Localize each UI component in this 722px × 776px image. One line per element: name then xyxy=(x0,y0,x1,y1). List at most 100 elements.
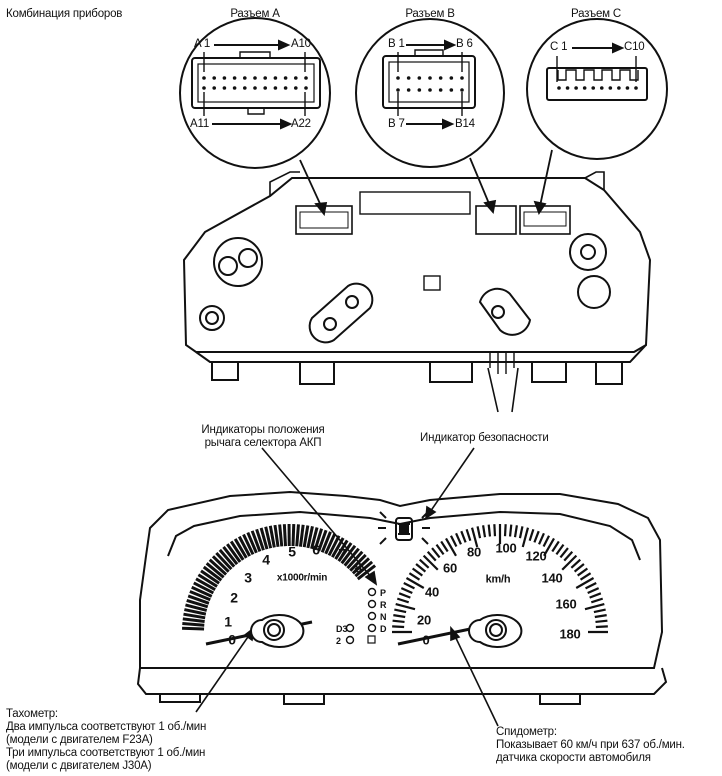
speedometer-note-title: Спидометр: xyxy=(496,726,557,738)
scale-tick xyxy=(482,525,487,538)
scale-tick xyxy=(460,530,467,543)
selector-callout-line2: рычага селектора АКП xyxy=(204,437,322,449)
connector-pin xyxy=(406,76,411,80)
speedometer-tick-label: 60 xyxy=(442,560,458,576)
connector-pin xyxy=(263,76,268,80)
tachometer-note-line: (модели с двигателем J30A) xyxy=(6,760,152,772)
page-title: Комбинация приборов xyxy=(6,8,123,20)
scale-tick xyxy=(320,531,332,553)
connector-pin xyxy=(263,86,268,90)
connector-pin xyxy=(634,86,638,90)
scale-tick xyxy=(503,524,507,537)
connector-pin xyxy=(591,86,596,90)
scale-tick xyxy=(422,554,439,571)
speedometer-tick-label: 120 xyxy=(525,548,547,564)
gear-position-label: D3 xyxy=(336,624,348,634)
tachometer-tick-label: 7 xyxy=(338,545,346,562)
scale-tick xyxy=(226,543,242,563)
scale-tick xyxy=(593,608,606,614)
connector-pin xyxy=(438,76,443,80)
scale-tick xyxy=(295,524,300,547)
scale-tick xyxy=(508,524,513,537)
connector-b-pin-first-bottom: B 7 xyxy=(388,118,405,130)
connector-pin xyxy=(608,86,613,90)
scale-tick xyxy=(317,529,328,552)
gear-position-label: P xyxy=(380,588,386,598)
connector-a-pin-first-bottom: A11 xyxy=(190,118,210,130)
scale-tick xyxy=(577,567,589,577)
scale-tick xyxy=(542,535,551,547)
scale-tick xyxy=(268,525,276,548)
connector-pin xyxy=(396,88,400,92)
connector-pin xyxy=(617,86,621,90)
scale-tick xyxy=(233,538,248,559)
scale-tick xyxy=(313,528,324,551)
scale-tick xyxy=(445,537,457,557)
scale-tick xyxy=(411,567,423,577)
connector-pin xyxy=(202,86,206,90)
scale-tick xyxy=(426,551,437,562)
scale-tick xyxy=(561,554,578,571)
scale-tick xyxy=(255,528,265,551)
scale-tick xyxy=(528,528,535,542)
scale-tick xyxy=(222,545,239,566)
speedometer-needle xyxy=(397,614,523,648)
connector-pin xyxy=(222,86,227,90)
connector-c-pin-first-top: C 1 xyxy=(550,41,568,53)
scale-tick xyxy=(184,608,207,616)
scale-tick xyxy=(298,524,305,547)
speedometer-note-line: датчика скорости автомобиля xyxy=(496,752,651,764)
scale-tick xyxy=(575,577,595,589)
scale-tick xyxy=(392,619,405,624)
scale-tick xyxy=(595,619,608,624)
scale-tick xyxy=(242,533,255,556)
connector-pin xyxy=(232,86,237,90)
gear-lamp xyxy=(345,635,355,645)
scale-tick xyxy=(405,577,425,589)
speedometer-scale xyxy=(392,524,608,634)
scale-tick xyxy=(191,585,213,598)
scale-tick xyxy=(182,617,205,624)
scale-tick xyxy=(394,608,407,614)
scale-tick xyxy=(493,524,497,537)
scale-tick xyxy=(559,547,569,559)
connector-pin xyxy=(582,86,587,90)
connector-a-callout xyxy=(179,17,331,169)
scale-tick xyxy=(282,524,287,547)
connector-pin xyxy=(438,88,443,92)
scale-tick xyxy=(189,590,211,602)
connector-pin xyxy=(406,88,411,92)
scale-tick xyxy=(273,524,280,548)
connector-pin xyxy=(396,76,400,80)
speedometer-tick-label: 40 xyxy=(424,584,440,600)
tachometer-note-title: Тахометр: xyxy=(6,708,58,720)
scale-tick xyxy=(470,527,479,548)
scale-tick xyxy=(419,558,430,569)
scale-tick xyxy=(354,560,374,578)
connector-pin xyxy=(565,86,570,90)
tachometer-tick-label: 5 xyxy=(288,543,296,560)
scale-tick xyxy=(563,551,574,562)
tachometer-tick-label: 3 xyxy=(244,569,252,586)
security-indicator-icon xyxy=(378,511,430,545)
connector-pin xyxy=(212,76,216,80)
scale-tick xyxy=(250,530,262,552)
scale-tick xyxy=(264,526,273,549)
gear-lamp xyxy=(367,611,377,621)
scale-tick xyxy=(182,622,205,627)
scale-tick xyxy=(573,563,585,573)
gear-position-label: 2 xyxy=(336,636,341,646)
scale-tick xyxy=(589,592,602,599)
connector-pin xyxy=(283,86,288,90)
connector-pin xyxy=(460,76,464,80)
scale-tick xyxy=(334,539,349,560)
connector-pin xyxy=(599,86,604,90)
scale-tick xyxy=(331,537,345,558)
connector-pin xyxy=(557,86,561,90)
scale-tick xyxy=(584,602,605,611)
scale-tick xyxy=(183,612,206,620)
scale-tick xyxy=(186,598,209,609)
scale-tick xyxy=(570,558,581,569)
